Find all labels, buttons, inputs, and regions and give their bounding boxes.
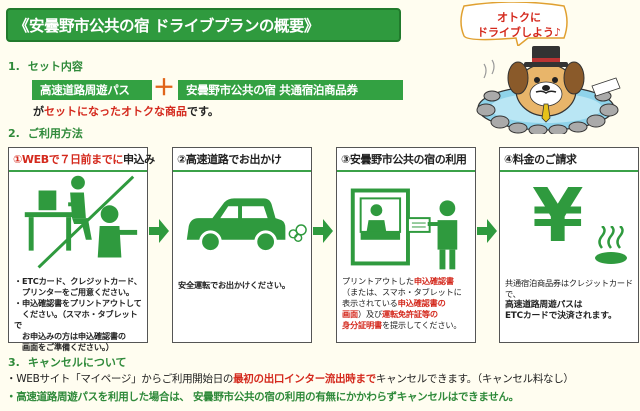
step-3-title: ③安曇野市公共の宿の利用 [337,148,475,172]
yen-icon: ¥ [532,173,584,259]
step-2-drive-highway: ②高速道路でお出かけ 安全運転でお出かけください。 [172,147,312,343]
set-description: がセットになったオトクな商品です。 [33,105,219,118]
plus-sign: ＋ [153,76,176,101]
section-heading-usage: 2.ご利用方法 [8,127,83,140]
arrow-right-icon [313,219,333,243]
section-heading-cancel: 3.キャンセルについて [8,356,127,369]
step-1-apply-web: ①WEBで７日前までに申込み ・ETCカード、クレジットカード、 プリンターをご… [8,147,155,352]
step-4-title: ④料金のご請求 [500,148,638,172]
step-3-instructions: プリントアウトした申込確認書 （または、スマホ・タブレットに 表示されている申込… [342,276,462,330]
step-2-title: ②高速道路でお出かけ [173,148,311,172]
speech-bubble [460,2,568,46]
section-heading-set-contents: 1.セット内容 [8,60,83,73]
reception-desk-icon [350,188,458,270]
speech-bubble-text: オトクに ドライブしよう♪ [476,11,562,39]
step-4-instructions: 共通宿泊商品券はクレジットカードで、 高速道路周遊パスは ETCカードで決済され… [505,278,633,321]
arrow-right-icon [149,219,169,243]
person-at-computer-icon [24,175,138,269]
cancel-policy-line-2: ・高速道路周遊パスを利用した場合は、 安曇野市公共の宿の利用の有無にかかわらずキ… [6,391,519,403]
step-2-instructions: 安全運転でお出かけください。 [178,280,290,290]
cancel-policy-line-1: ・WEBサイト「マイページ」からご利用開始日の最初の出口インター流出時までキャン… [6,373,574,385]
step-1-title: ①WEBで７日前までに申込み [9,148,155,172]
accommodation-voucher-label: 安曇野市公共の宿 共通宿泊商品券 [178,80,403,100]
mascot-dog-onsen-illustration [476,46,621,134]
hot-spring-icon [595,226,627,264]
step-4-billing: ④料金のご請求 ¥ 共通宿泊商品券はクレジットカードで、 高速道路周遊パスは E… [499,147,639,343]
step-1-instructions: ・ETCカード、クレジットカード、 プリンターをご用意ください。 ・申込確認書を… [14,276,142,352]
highway-pass-label: 高速道路周遊パス [32,80,152,100]
page-title: 《安曇野市公共の宿 ドライブプランの概要》 [6,8,401,42]
car-icon [186,198,307,254]
step-3-use-lodging: ③安曇野市公共の宿の利用 プリントアウトした申込確認書 （または、スマホ・タブレ… [336,147,476,343]
arrow-right-icon [477,219,497,243]
